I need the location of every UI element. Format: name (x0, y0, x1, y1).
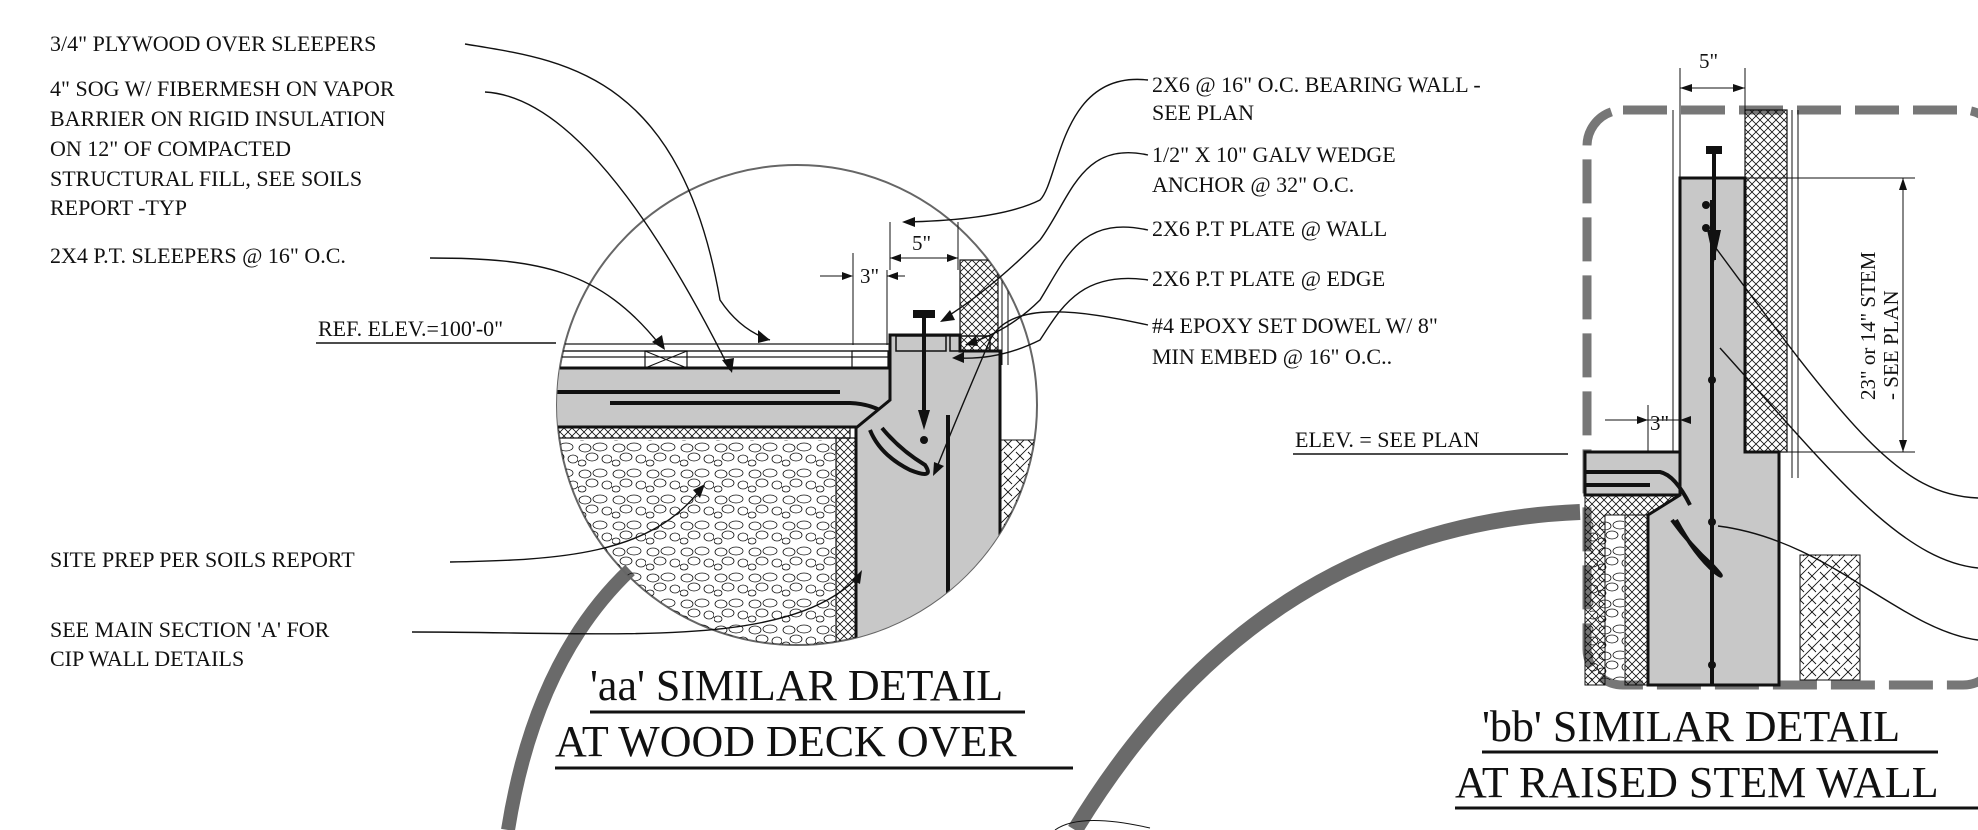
detail-bb-group: 5" 3" 23" or 14" STEM - SEE PLAN ELEV. =… (1054, 49, 1978, 830)
detail-box-bb (1582, 105, 1978, 690)
note-site-prep: SITE PREP PER SOILS REPORT (50, 547, 355, 572)
note-elev-see-plan: ELEV. = SEE PLAN (1295, 427, 1479, 452)
stem-label-line-2: - SEE PLAN (1879, 290, 1903, 400)
note-main-section-line-1: SEE MAIN SECTION 'A' FOR (50, 617, 330, 642)
title-aa-line-1: 'aa' SIMILAR DETAIL (590, 661, 1003, 710)
note-sog-line-4: STRUCTURAL FILL, SEE SOILS (50, 166, 362, 191)
note-sog-line-5: REPORT -TYP (50, 195, 187, 220)
dim-bb-3-inch: 3" (1650, 411, 1669, 435)
stem-label-line-1: 23" or 14" STEM (1856, 251, 1880, 400)
dim-bb-5-inch: 5" (1699, 49, 1718, 73)
note-bearing-wall-line-1: 2X6 @ 16" O.C. BEARING WALL - (1152, 72, 1481, 97)
dim-aa-5-inch: 5" (912, 231, 931, 255)
note-dowel-line-2: MIN EMBED @ 16" O.C.. (1152, 344, 1392, 369)
note-plate-edge: 2X6 P.T PLATE @ EDGE (1152, 266, 1385, 291)
middle-notes-group: 2X6 @ 16" O.C. BEARING WALL - SEE PLAN 1… (902, 72, 1481, 476)
note-sog-line-1: 4" SOG W/ FIBERMESH ON VAPOR (50, 76, 395, 101)
title-bb-line-2: AT RAISED STEM WALL (1455, 758, 1939, 807)
note-anchor-line-1: 1/2" X 10" GALV WEDGE (1152, 142, 1396, 167)
title-bb-line-1: 'bb' SIMILAR DETAIL (1482, 702, 1900, 751)
callout-arc-aa (501, 564, 635, 830)
callout-arc-bb (1068, 504, 1581, 830)
note-plate-wall: 2X6 P.T PLATE @ WALL (1152, 216, 1387, 241)
note-dowel-line-1: #4 EPOXY SET DOWEL W/ 8" (1152, 313, 1438, 338)
note-sleepers: 2X4 P.T. SLEEPERS @ 16" O.C. (50, 243, 346, 268)
detail-aa-group: 3" 5" 3/4" PLYWOOD OVER SLEEPERS 4" SOG … (50, 31, 1073, 830)
note-bearing-wall-line-2: SEE PLAN (1152, 100, 1254, 125)
note-sog-line-3: ON 12" OF COMPACTED (50, 136, 291, 161)
dim-aa-3-inch: 3" (860, 264, 879, 288)
note-sog-line-2: BARRIER ON RIGID INSULATION (50, 106, 386, 131)
note-main-section-line-2: CIP WALL DETAILS (50, 646, 244, 671)
note-ref-elev: REF. ELEV.=100'-0" (318, 316, 503, 341)
note-plywood: 3/4" PLYWOOD OVER SLEEPERS (50, 31, 376, 56)
note-anchor-line-2: ANCHOR @ 32" O.C. (1152, 172, 1354, 197)
title-aa-line-2: AT WOOD DECK OVER (555, 717, 1017, 766)
